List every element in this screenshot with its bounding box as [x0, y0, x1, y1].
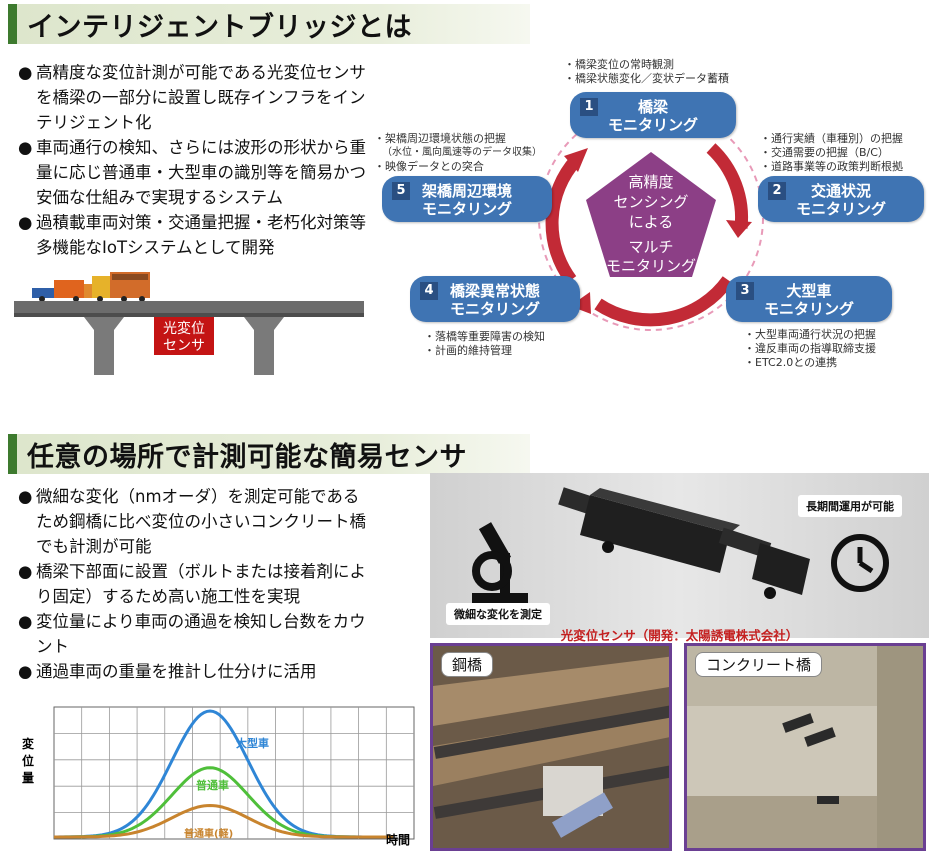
sensor-product-photo: 長期間運用が可能 微細な変化を測定	[430, 473, 929, 638]
bullet-item: 微細な変化（nmオーダ）を測定可能であるため鋼橋に比べ変位の小さいコンクリート橋…	[18, 484, 368, 559]
series-label-regular-vehicle: 普通車	[196, 778, 229, 792]
box-traffic-monitoring: 2 交通状況モニタリング	[758, 176, 924, 222]
sensor-on-concrete-bridge	[782, 713, 814, 733]
y-axis-label-part: 変	[22, 736, 35, 751]
chart-frame	[53, 706, 415, 840]
y-axis-label-part: 量	[22, 771, 34, 785]
series-label-light-vehicle: 普通車(軽)	[184, 827, 233, 840]
notes-large-vehicle-monitoring: ・大型車両通行状況の把握・違反車両の指導取締支援・ETC2.0との連携	[744, 328, 876, 369]
bullet-item: 車両通行の検知、さらには波形の形状から重量に応じ普通車・大型車の識別等を簡易かつ…	[18, 135, 368, 210]
series-line-2	[54, 803, 393, 839]
sensor-photo-panel: 長期間運用が可能 微細な変化を測定 光変位センサ（開発：太陽誘電株式会社） 鋼橋…	[430, 473, 929, 853]
box-large-vehicle-monitoring: 3 大型車モニタリング	[726, 276, 892, 322]
steel-bridge-label: 鋼橋	[441, 652, 494, 677]
concrete-bridge-label: コンクリート橋	[695, 652, 823, 677]
center-text: モニタリング	[606, 257, 696, 275]
bullet-item: 過積載車両対策・交通量把握・老朽化対策等多機能なIoTシステムとして開発	[18, 210, 368, 260]
clock-icon	[831, 534, 889, 592]
long-term-label: 長期間運用が可能	[798, 495, 902, 517]
notes-bridge-anomaly-monitoring: ・落橋等重要障害の検知・計画的維持管理	[424, 330, 545, 357]
steel-bridge-photo: 鋼橋	[430, 643, 672, 851]
center-text: マルチ	[628, 238, 673, 256]
microscope-icon	[472, 522, 528, 603]
y-axis-label-part: 位	[22, 753, 34, 768]
box-bridge-anomaly-monitoring: 4 橋梁異常状態モニタリング	[410, 276, 580, 322]
bullet-item: 変位量により車両の通過を検知し台数をカウント	[18, 609, 368, 659]
series-label-large-vehicle: 大型車	[236, 736, 269, 750]
sensor-label-box	[154, 317, 214, 355]
sensor-bullet-list: 微細な変化（nmオーダ）を測定可能であるため鋼橋に比べ変位の小さいコンクリート橋…	[18, 484, 368, 684]
chart-grid	[53, 706, 415, 840]
center-text: センシング	[613, 193, 688, 211]
center-text: による	[629, 213, 674, 231]
bridge-pier	[244, 317, 284, 375]
bridge-illustration: 光変位 センサ	[14, 272, 364, 375]
displacement-chart: 変 位 量 時間 大型車 普通車 普通車(軽)	[22, 706, 415, 847]
bullet-item: 通過車両の重量を推計し仕分けに活用	[18, 659, 368, 684]
intro-bullet-list: 高精度な変位計測が可能である光変位センサを橋梁の一部分に設置し既存インフラをイン…	[18, 60, 368, 260]
concrete-bridge-photo: コンクリート橋	[684, 643, 926, 851]
section-title-text: インテリジェントブリッジとは	[27, 11, 412, 43]
notes-traffic-monitoring: ・通行実績（車種別）の把握・交通需要の把握（B/C）・道路事業等の政策判断根拠	[760, 132, 903, 173]
center-text: 高精度	[628, 173, 673, 191]
bridge-pier	[84, 317, 124, 375]
bridge-deck	[14, 301, 364, 313]
small-truck-icon	[32, 280, 94, 302]
optical-sensor-device-image	[558, 487, 810, 599]
x-axis-label: 時間	[386, 832, 410, 847]
bullet-item: 高精度な変位計測が可能である光変位センサを橋梁の一部分に設置し既存インフラをイン…	[18, 60, 368, 135]
large-truck-icon	[92, 272, 150, 302]
multi-monitoring-diagram: 高精度 センシング による マルチ モニタリング ・橋梁変位の常時観測・橋梁状態…	[366, 52, 933, 382]
notes-bridge-monitoring: ・橋梁変位の常時観測・橋梁状態変化／変状データ蓄積	[564, 58, 729, 85]
box-environment-monitoring: 5 架橋周辺環境モニタリング	[382, 176, 552, 222]
cycle-graphic: 高精度 センシング による マルチ モニタリング	[538, 105, 764, 331]
sensor-label-line2: センサ	[163, 338, 205, 354]
micro-change-label: 微細な変化を測定	[446, 603, 550, 625]
bullet-item: 橋梁下部面に設置（ボルトまたは接着剤により固定）するため高い施工性を実現	[18, 559, 368, 609]
section-title-text: 任意の場所で計測可能な簡易センサ	[27, 441, 467, 473]
chart-series	[54, 709, 393, 839]
sensor-caption: 光変位センサ（開発：太陽誘電株式会社）	[560, 628, 799, 643]
sensor-label-line1: 光変位	[163, 320, 205, 337]
box-bridge-monitoring: 1 橋梁モニタリング	[570, 92, 736, 138]
center-pentagon	[586, 152, 716, 277]
section-title-simple-sensor: 任意の場所で計測可能な簡易センサ	[8, 434, 530, 474]
section-title-intelligent-bridge: インテリジェントブリッジとは	[8, 4, 530, 44]
notes-environment-monitoring: ・架橋周辺環境状態の把握 （水位・風向風速等のデータ収集） ・映像データとの突合	[374, 132, 542, 173]
cycle-arrows	[545, 143, 749, 327]
